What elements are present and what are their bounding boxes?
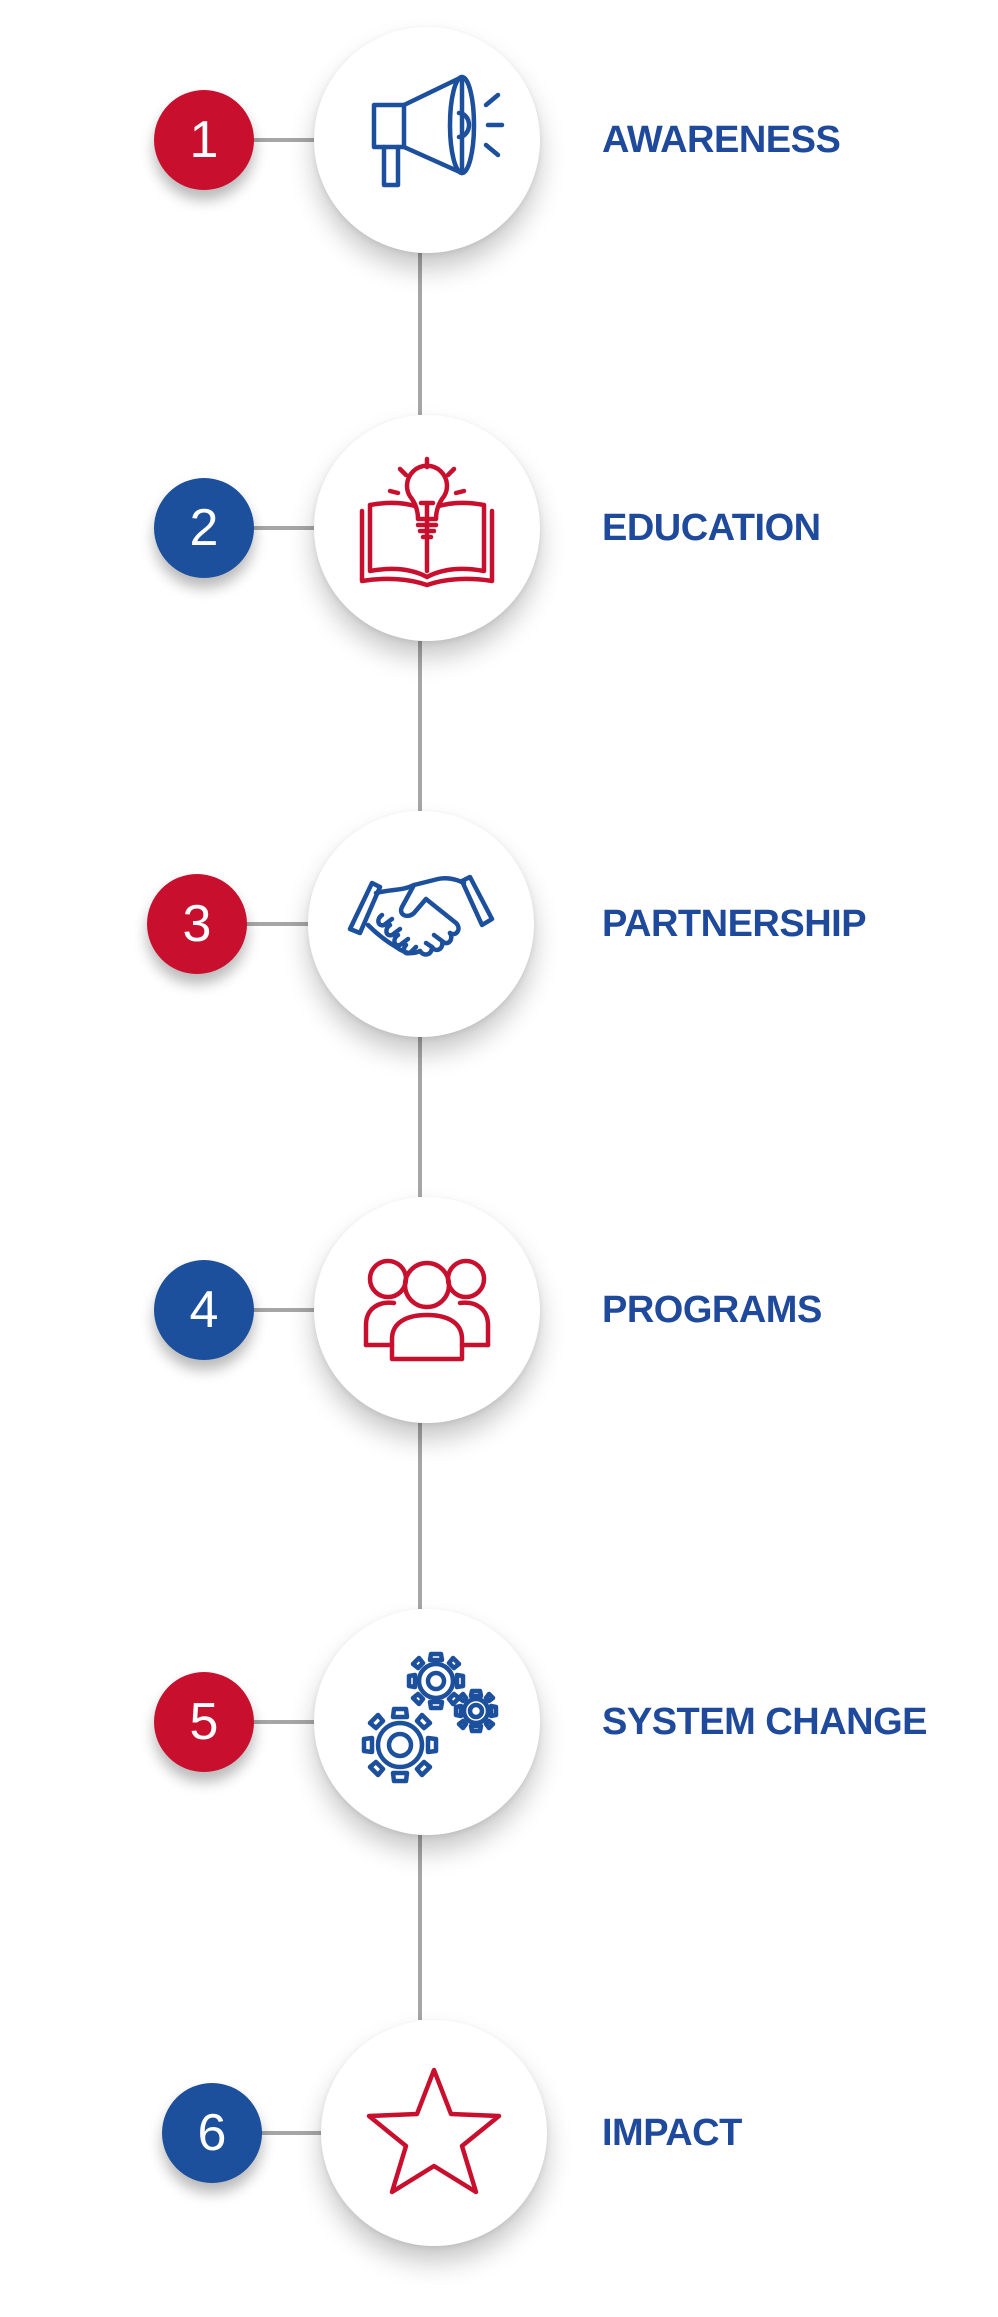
connector-line	[418, 1423, 422, 1609]
step-label: PROGRAMS	[602, 1289, 822, 1331]
step-label: AWARENESS	[602, 119, 841, 161]
megaphone-icon	[371, 74, 505, 188]
step-label: PARTNERSHIP	[602, 903, 867, 945]
connector-line	[418, 641, 422, 811]
step-label: IMPACT	[602, 2112, 742, 2154]
badge-connector	[243, 922, 312, 926]
step-icon-circle	[314, 1197, 540, 1423]
connector-line	[418, 1835, 422, 2020]
step-label: EDUCATION	[602, 507, 821, 549]
step-number-badge: 3	[147, 874, 247, 974]
badge-connector	[250, 1308, 318, 1312]
book-lightbulb-icon	[359, 456, 495, 588]
step-icon-circle	[314, 1609, 540, 1835]
step-label: SYSTEM CHANGE	[602, 1701, 927, 1743]
step-number-badge: 5	[154, 1672, 254, 1772]
step-icon-circle	[314, 415, 540, 641]
step-icon-circle	[314, 27, 540, 253]
step-number-badge: 6	[162, 2083, 262, 2183]
connector-line	[418, 253, 422, 415]
badge-connector	[258, 2131, 325, 2135]
handshake-icon	[347, 874, 495, 957]
gears-icon	[361, 1651, 499, 1784]
badge-connector	[250, 526, 318, 530]
step-icon-circle	[308, 811, 534, 1037]
connector-line	[418, 1037, 422, 1197]
badge-connector	[250, 138, 318, 142]
step-icon-circle	[321, 2020, 547, 2246]
step-number-badge: 2	[154, 478, 254, 578]
step-number-badge: 1	[154, 90, 254, 190]
badge-connector	[250, 1720, 318, 1724]
step-number-badge: 4	[154, 1260, 254, 1360]
star-icon	[366, 2067, 502, 2195]
people-group-icon	[363, 1258, 491, 1362]
